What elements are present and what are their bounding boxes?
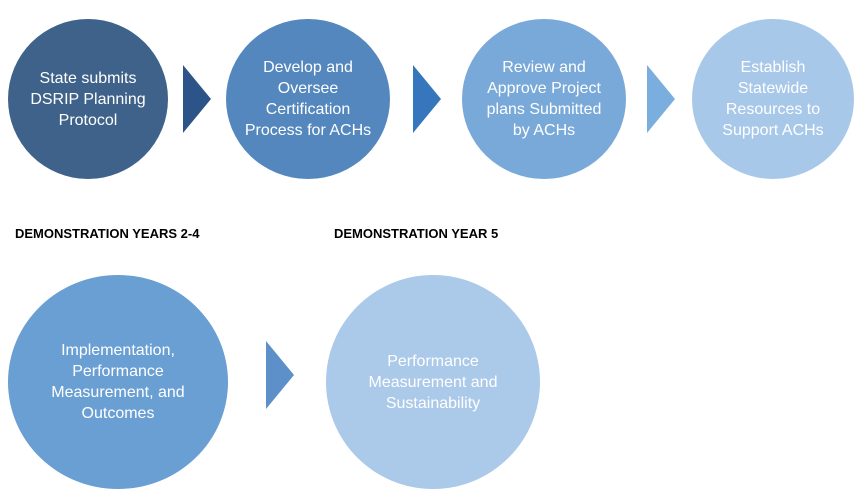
step-label: State submits DSRIP Planning Protocol bbox=[30, 69, 146, 129]
step-performance-sustainability: Performance Measurement and Sustainabili… bbox=[326, 275, 540, 489]
step-certification-process: Develop and Oversee Certification Proces… bbox=[226, 19, 390, 179]
phase-label-years-2-4: DEMONSTRATION YEARS 2-4 bbox=[15, 226, 200, 241]
step-implementation-outcomes: Implementation, Performance Measurement,… bbox=[8, 275, 228, 489]
step-label: Implementation, Performance Measurement,… bbox=[51, 342, 185, 422]
phase-label-year-5: DEMONSTRATION YEAR 5 bbox=[334, 226, 499, 241]
chevron-right-icon bbox=[647, 65, 675, 133]
chevron-right-icon bbox=[266, 341, 294, 409]
step-statewide-resources: Establish Statewide Resources to Support… bbox=[692, 19, 854, 179]
step-label: Establish Statewide Resources to Support… bbox=[722, 59, 824, 139]
step-label: Review and Approve Project plans Submitt… bbox=[486, 59, 602, 139]
chevron-right-icon bbox=[183, 65, 211, 133]
step-label: Develop and Oversee Certification Proces… bbox=[244, 59, 372, 139]
step-state-submits-protocol: State submits DSRIP Planning Protocol bbox=[8, 19, 168, 179]
step-review-project-plans: Review and Approve Project plans Submitt… bbox=[462, 19, 626, 179]
chevron-right-icon bbox=[413, 65, 441, 133]
step-label: Performance Measurement and Sustainabili… bbox=[368, 352, 498, 412]
